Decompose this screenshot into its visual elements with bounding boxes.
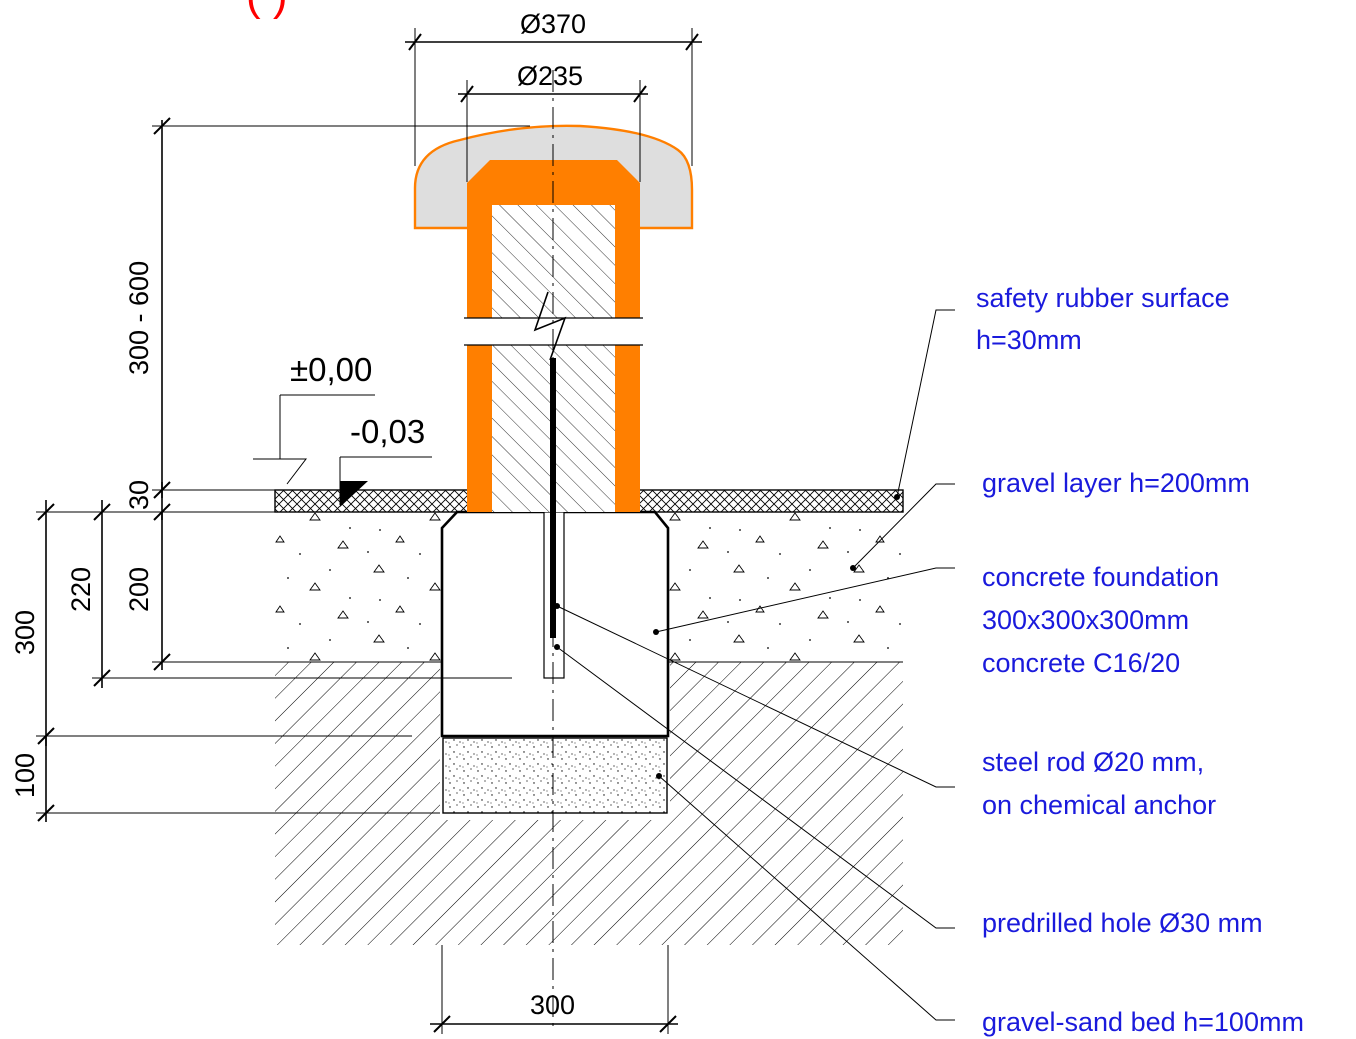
leader-lines bbox=[554, 309, 955, 1021]
label-rod-line2: on chemical anchor bbox=[982, 790, 1216, 820]
dim-bed-100: 100 bbox=[10, 753, 40, 798]
label-hole: predrilled hole Ø30 mm bbox=[982, 908, 1263, 938]
elevation-marks bbox=[253, 394, 432, 507]
gravel-sand-bed bbox=[442, 737, 668, 814]
label-foundation-line1: concrete foundation bbox=[982, 562, 1219, 592]
label-foundation-line3: concrete C16/20 bbox=[982, 648, 1180, 678]
dim-post-diameter: Ø235 bbox=[517, 61, 583, 91]
label-rod-line1: steel rod Ø20 mm, bbox=[982, 747, 1204, 777]
label-foundation-line2: 300x300x300mm bbox=[982, 605, 1189, 635]
dim-surface-thickness: 30 bbox=[124, 480, 154, 510]
elevation-zero: ±0,00 bbox=[290, 351, 372, 388]
dim-top-diameter: Ø370 bbox=[520, 9, 586, 39]
label-rubber-line2: h=30mm bbox=[976, 325, 1082, 355]
elevation-triangle-icon bbox=[340, 481, 368, 507]
elevation-surface: -0,03 bbox=[350, 413, 425, 450]
dim-foundation-width: 300 bbox=[530, 990, 575, 1020]
dimension-lines bbox=[36, 28, 702, 1034]
label-gravel: gravel layer h=200mm bbox=[982, 468, 1250, 498]
dim-depth-300: 300 bbox=[10, 610, 40, 655]
label-rubber-line1: safety rubber surface bbox=[976, 283, 1230, 313]
partial-mark: ( ) bbox=[246, 0, 288, 20]
dim-depth-200: 200 bbox=[124, 567, 154, 612]
dim-depth-220: 220 bbox=[66, 567, 96, 612]
label-bed: gravel-sand bed h=100mm bbox=[982, 1007, 1304, 1037]
dim-post-height: 300 - 600 bbox=[124, 261, 154, 375]
concrete-foundation bbox=[440, 510, 670, 738]
